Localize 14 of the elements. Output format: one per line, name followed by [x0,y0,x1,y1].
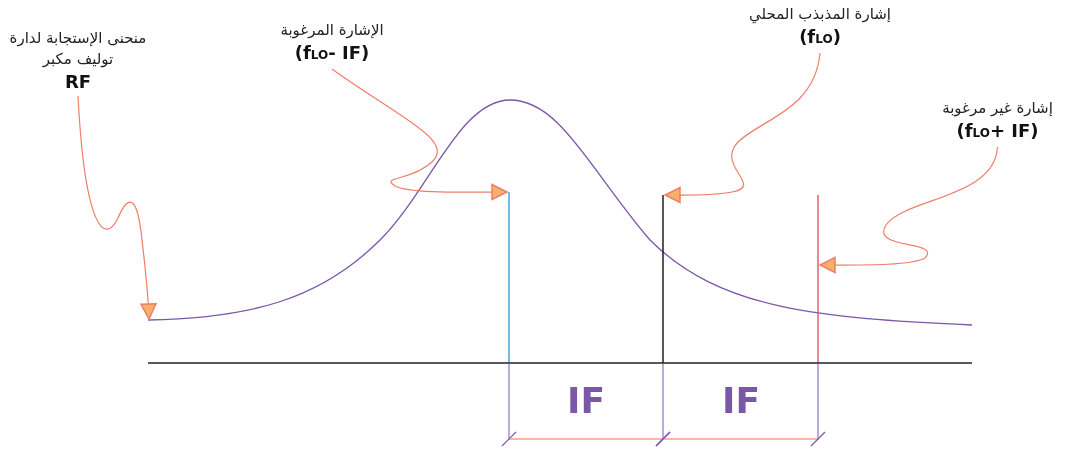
callout-text: إشارة المذبذب المحلي [748,4,892,25]
signal-line [662,194,664,364]
callout-text: إشارة غير مرغوبة [941,98,1054,119]
callout-text: منحنى الإستجابة لدارة توليف مكبر [8,28,148,70]
signal-line [508,191,510,364]
dimension-label: IF [722,380,760,421]
formula-text: RF [64,70,92,94]
leader-arrow [331,68,508,201]
leader-arrow [664,52,821,204]
dimension-label: IF [567,380,605,421]
leader-arrow [77,95,157,320]
signal-line [817,194,819,364]
callout-text: الإشارة المرغوبة [279,20,385,41]
leader-arrow [819,146,999,274]
